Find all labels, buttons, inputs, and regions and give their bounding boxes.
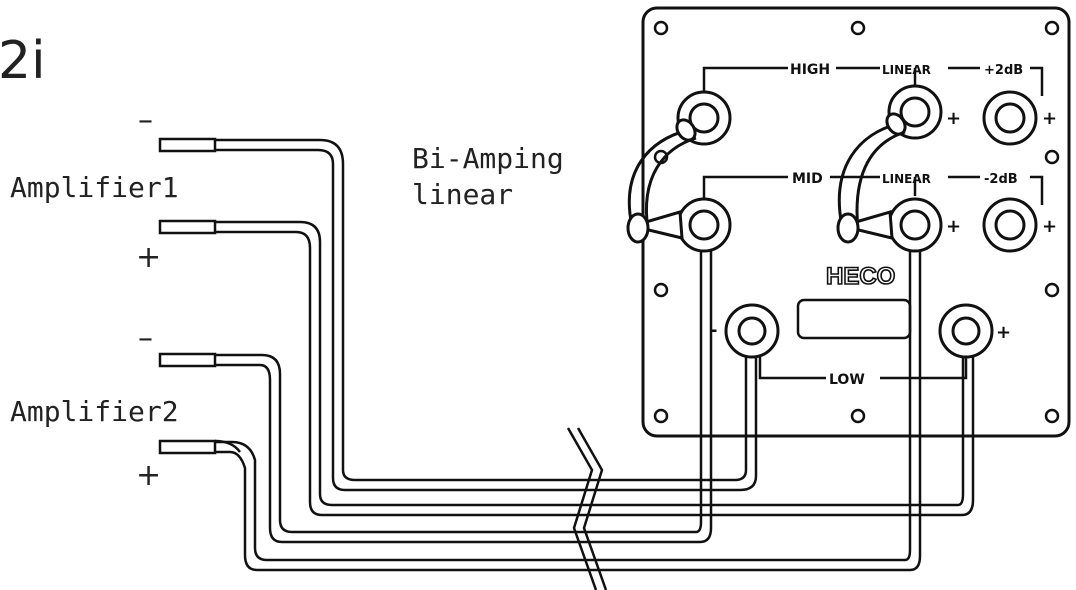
minus2db-label: -2dB: [984, 172, 1018, 187]
brand-logo: HECO: [826, 263, 895, 290]
plus-mark-3: +: [946, 216, 961, 237]
mode-label-line1: Bi-Amping: [412, 142, 564, 175]
amp2-plus-sign: +: [136, 458, 161, 493]
speaker-cables: [158, 137, 975, 572]
plus-mark-5: +: [996, 322, 1011, 343]
break-symbol: [566, 427, 608, 590]
low-label: LOW: [829, 372, 865, 388]
amp2-label: Amplifier2: [10, 395, 179, 428]
label-slot: [796, 298, 912, 340]
linear-label-mid: LINEAR: [882, 172, 931, 186]
title-fragment: 2i: [0, 31, 46, 91]
minus-mark-low: -: [710, 320, 717, 341]
amp2-minus-sign: –: [138, 321, 153, 356]
terminal-panel: HIGH LINEAR +2dB MID LINEAR -2dB LOW HEC…: [626, 6, 1071, 438]
plus-mark-1: +: [946, 108, 961, 129]
linear-label-top: LINEAR: [882, 63, 931, 77]
plus-mark-4: +: [1042, 216, 1057, 237]
amp1-minus-sign: –: [138, 103, 153, 138]
terminals: [676, 84, 1038, 359]
bridge-links: [626, 112, 907, 244]
amp1-plus-sign: +: [136, 240, 161, 275]
mid-label: MID: [792, 171, 823, 187]
mode-label-line2: linear: [412, 178, 513, 211]
plus-mark-2: +: [1042, 108, 1057, 129]
plus2db-label: +2dB: [984, 63, 1023, 78]
high-label: HIGH: [790, 62, 830, 78]
amp1-label: Amplifier1: [10, 171, 179, 204]
